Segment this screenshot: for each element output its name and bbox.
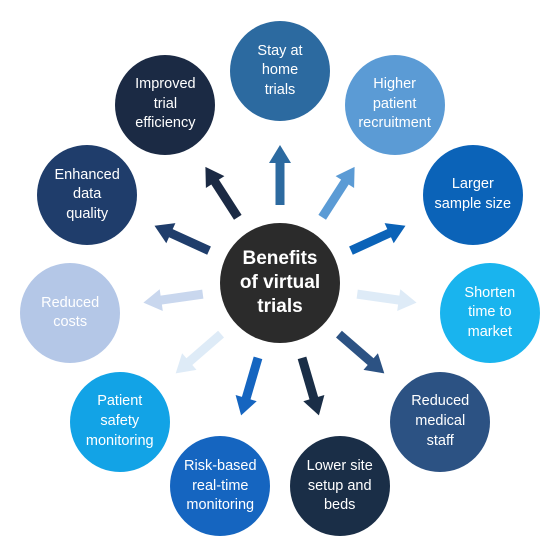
benefit-larger-sample-size: Larger sample size [422,144,523,245]
arrow-4 [336,330,385,374]
benefit-label: Risk-based real-time monitoring [184,458,257,514]
benefit-stay-at-home-trials: Stay at home trials [230,21,330,121]
benefit-label: Higher patient recruitment [358,76,431,132]
benefit-label: Larger sample size [434,176,512,212]
benefit-label: Stay at home trials [257,42,303,98]
arrow-7 [175,330,224,374]
benefit-improved-trial-efficiency: Improved trial efficiency [115,54,216,155]
benefit-reduced-costs: Reduced costs [20,263,121,364]
benefit-label: Reduced costs [41,294,100,331]
arrow-0 [269,145,291,205]
benefit-label: Lower site setup and beds [306,458,373,514]
benefit-label: Patient safety monitoring [85,393,154,449]
benefit-risk-based-real-time-monitoring: Risk-based real-time monitoring [170,436,271,537]
benefit-enhanced-data-quality: Enhanced data quality [37,144,138,245]
arrow-6 [235,356,263,416]
benefit-lower-site-setup-and-beds: Lower site setup and beds [289,436,390,537]
center-label: Benefits of virtual trials [239,248,321,317]
arrow-1 [318,166,355,220]
center-circle: Benefits of virtual trials [220,223,340,343]
benefit-patient-safety-monitoring: Patient safety monitoring [69,371,170,472]
arrow-8 [143,289,204,311]
arrow-3 [356,289,417,311]
benefit-reduced-medical-staff: Reduced medical staff [390,371,491,472]
arrow-2 [349,223,406,255]
benefit-higher-patient-recruitment: Higher patient recruitment [344,54,445,155]
benefit-label: Enhanced data quality [54,166,120,222]
benefit-label: Shorten time to market [464,284,516,340]
arrow-5 [297,356,325,416]
arrow-10 [205,166,242,220]
arrow-9 [154,223,211,255]
benefit-label: Reduced medical staff [411,393,470,449]
benefit-label: Improved trial efficiency [135,76,196,132]
benefit-shorten-time-to-market: Shorten time to market [439,263,540,364]
